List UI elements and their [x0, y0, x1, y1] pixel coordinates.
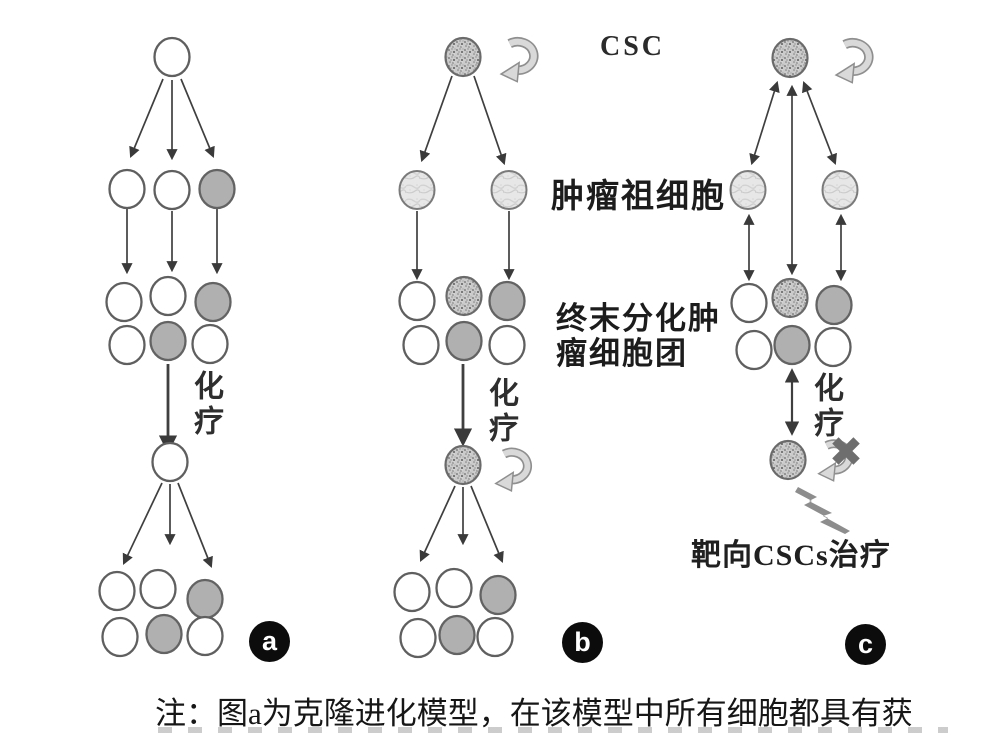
- cell-gray: [815, 284, 853, 326]
- terminal-differentiated-label: 终末分化肿 瘤细胞团: [556, 301, 721, 371]
- self-renewal-arrow-icon: [836, 43, 869, 83]
- cell-csc: [444, 36, 482, 78]
- arrow: [802, 80, 837, 166]
- cell-white: [735, 329, 773, 371]
- cell-white: [476, 616, 514, 658]
- arrow: [122, 482, 163, 565]
- panel-badge-c: c: [845, 624, 886, 665]
- cell-white: [435, 567, 473, 609]
- cell-white: [393, 571, 431, 613]
- arrow: [473, 75, 507, 166]
- cell-progenitor: [490, 170, 528, 210]
- chemotherapy-label-c: 化疗: [809, 372, 842, 442]
- csc-label: CSC: [600, 31, 666, 62]
- chemotherapy-label-a: 化疗: [189, 370, 222, 440]
- cell-gray: [186, 578, 224, 620]
- cell-white: [105, 281, 143, 323]
- cell-gray: [198, 168, 236, 210]
- arrow: [470, 485, 504, 564]
- clipped-next-line: [158, 727, 948, 733]
- arrow: [419, 485, 456, 563]
- x-mark-icon: [832, 437, 860, 465]
- panel-b: [393, 36, 528, 659]
- lightning-bolt-icon: [795, 487, 850, 534]
- cell-csc: [769, 439, 807, 481]
- panel-a: [98, 36, 236, 658]
- cell-white: [101, 616, 139, 658]
- cell-white: [139, 568, 177, 610]
- cell-csc: [445, 275, 483, 317]
- arrow: [177, 482, 213, 569]
- cell-white: [402, 324, 440, 366]
- cell-progenitor: [821, 170, 859, 210]
- tumor-progenitor-label: 肿瘤祖细胞: [551, 177, 726, 214]
- cell-white: [108, 168, 146, 210]
- terminal-label-line1: 终末分化肿: [556, 301, 721, 336]
- cell-gray: [145, 613, 183, 655]
- cell-white: [399, 617, 437, 659]
- cell-white: [814, 326, 852, 368]
- cell-gray: [438, 614, 476, 656]
- figure-caption: 注：图a为克隆进化模型，在该模型中所有细胞都具有获: [155, 696, 913, 731]
- cell-progenitor: [729, 170, 767, 210]
- cell-gray: [773, 324, 811, 366]
- cell-gray: [149, 320, 187, 362]
- cell-gray: [445, 320, 483, 362]
- cell-gray: [488, 280, 526, 322]
- terminal-label-line2: 瘤细胞团: [556, 336, 688, 371]
- panel-badge-b: b: [562, 622, 603, 663]
- cell-white: [151, 441, 189, 483]
- cell-white: [153, 169, 191, 211]
- cell-white: [488, 324, 526, 366]
- cell-csc: [771, 37, 809, 79]
- chemotherapy-label-b: 化疗: [484, 377, 517, 447]
- cell-white: [98, 570, 136, 612]
- arrow: [749, 80, 780, 166]
- cell-gray: [194, 281, 232, 323]
- self-renewal-arrow-icon: [501, 42, 534, 82]
- cells-and-arrows-layer: [98, 36, 869, 659]
- cell-progenitor: [398, 170, 436, 210]
- cell-white: [730, 282, 768, 324]
- cell-white: [398, 280, 436, 322]
- cell-white: [186, 615, 224, 657]
- cell-white: [149, 275, 187, 317]
- arrow: [419, 75, 453, 163]
- cell-white: [191, 323, 229, 365]
- targeted-csc-therapy-label: 靶向CSCs治疗: [691, 539, 891, 572]
- panel-badge-a: a: [249, 621, 290, 662]
- arrow: [180, 78, 215, 159]
- cell-csc: [771, 277, 809, 319]
- cell-white: [108, 324, 146, 366]
- self-renewal-arrow-icon: [496, 452, 528, 491]
- panel-c: [729, 37, 859, 481]
- arrow: [129, 78, 164, 159]
- cell-gray: [479, 574, 517, 616]
- cell-white: [153, 36, 191, 78]
- cell-csc: [444, 444, 482, 486]
